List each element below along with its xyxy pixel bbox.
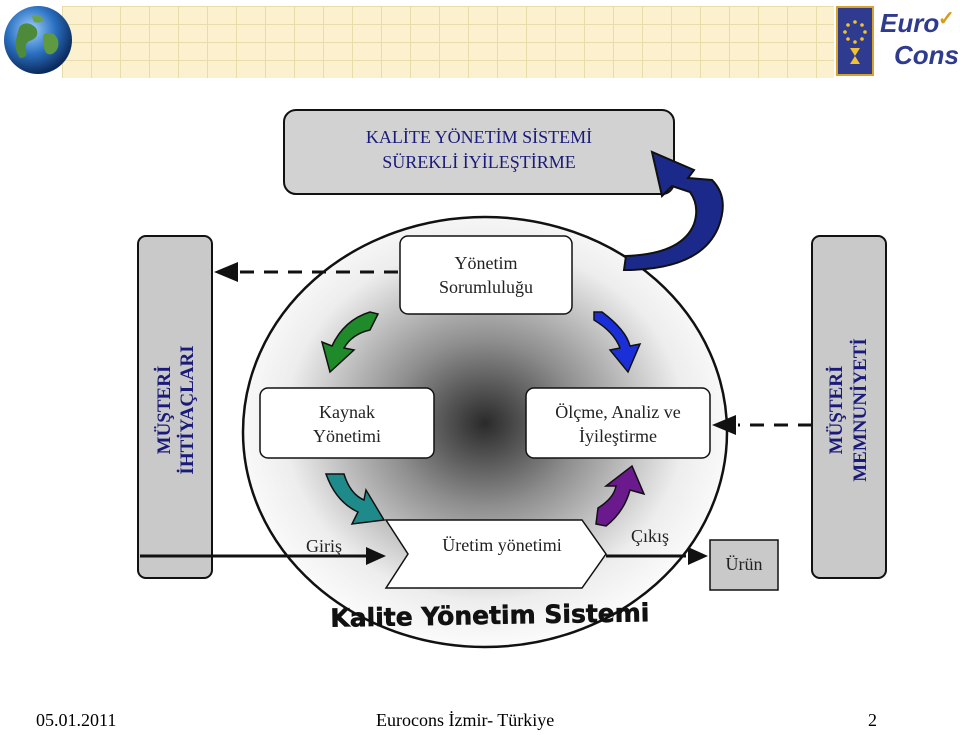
blue-curved-arrow-icon (593, 311, 642, 374)
right-pillar (811, 235, 887, 579)
navy-big-arrow-icon (622, 150, 724, 272)
node-management-line1: Yönetim (455, 253, 518, 273)
eu-flag-icon (836, 6, 874, 76)
node-management (399, 235, 573, 315)
node-measurement (525, 387, 711, 459)
node-resource (259, 387, 435, 459)
dashed-arrow-left-head (214, 262, 238, 282)
globe-icon (4, 6, 72, 74)
node-production-label: Üretim yönetimi (442, 535, 561, 555)
eurocons-logo: Euro ✓ Cons (836, 6, 959, 78)
product-label: Ürün (726, 554, 763, 574)
header-grid-pattern (62, 6, 834, 78)
logo-text-cons: Cons (894, 40, 959, 70)
header-band: Euro ✓ Cons (0, 0, 960, 82)
dashed-arrow-right-head (712, 415, 736, 435)
banner-title: Kalite Yönetim Sistemi (330, 598, 649, 633)
purple-curved-arrow-icon (595, 464, 646, 527)
right-pillar-line1: MÜŞTERİ (826, 366, 847, 455)
footer-date: 05.01.2011 (36, 710, 117, 730)
top-box-line1: KALİTE YÖNETİM SİSTEMİ (366, 127, 592, 147)
right-pillar-line2: MEMNUNİYETİ (850, 338, 871, 482)
top-box-line2: SÜREKLİ İYİLEŞTİRME (382, 152, 575, 172)
flow-output-label: Çıkış (631, 526, 669, 546)
left-pillar-line1: MÜŞTERİ (154, 366, 175, 455)
left-pillar-line2: İHTİYAÇLARI (177, 345, 198, 474)
check-icon: ✓ (938, 8, 955, 30)
product-box (709, 539, 779, 591)
flow-input-arrowhead (366, 547, 386, 565)
footer-page-number: 2 (868, 710, 877, 730)
flow-output-arrowhead (688, 547, 708, 565)
node-measurement-line1: Ölçme, Analiz ve (555, 402, 680, 422)
node-resource-line2: Yönetimi (313, 426, 381, 446)
footer-center: Eurocons İzmir- Türkiye (376, 710, 555, 730)
node-production (384, 519, 607, 589)
logo-text-euro: Euro (880, 8, 940, 38)
node-resource-line1: Kaynak (319, 402, 375, 422)
top-box (283, 109, 675, 195)
teal-curved-arrow-icon (324, 473, 386, 525)
node-measurement-line2: İyileştirme (579, 426, 657, 446)
green-curved-arrow-icon (320, 311, 380, 374)
flow-input-label: Giriş (306, 536, 342, 556)
left-pillar (137, 235, 213, 579)
node-management-line2: Sorumluluğu (439, 277, 533, 297)
